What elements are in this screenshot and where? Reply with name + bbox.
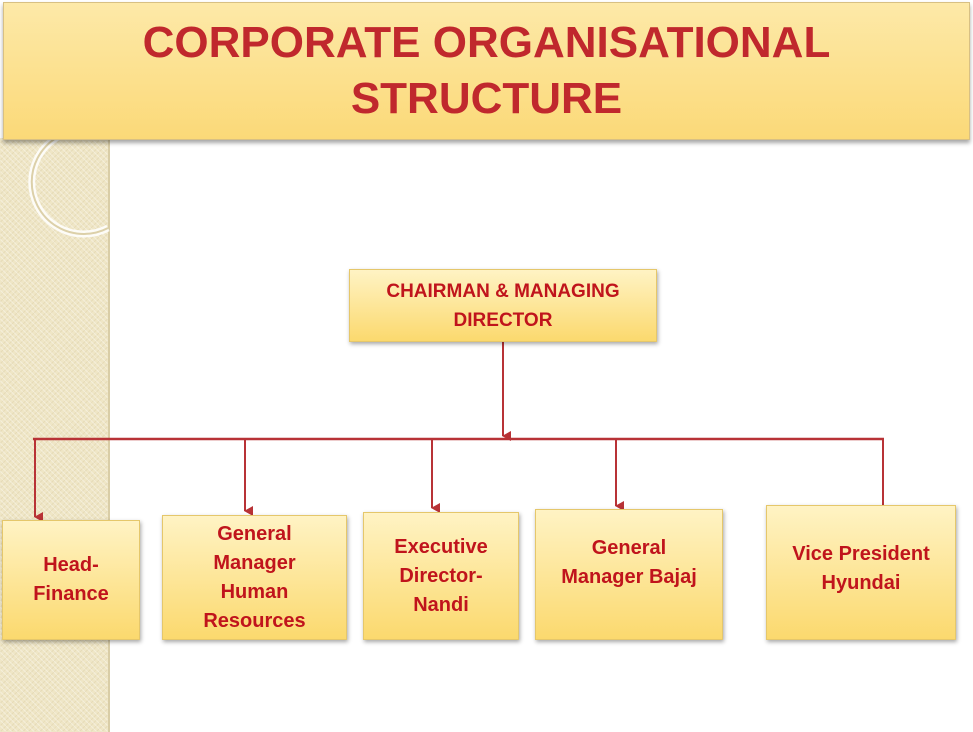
executive-director-nandi-box: Executive Director- Nandi: [363, 512, 519, 640]
vp-hyundai-box: Vice President Hyundai: [766, 505, 956, 640]
head-finance-box: Head- Finance: [2, 520, 140, 640]
gm-bajaj-box: General Manager Bajaj: [535, 509, 723, 640]
chairman-managing-director-box: CHAIRMAN & MANAGING DIRECTOR: [349, 269, 657, 342]
gm-human-resources-box: General Manager Human Resources: [162, 515, 347, 640]
page-title: CORPORATE ORGANISATIONAL STRUCTURE: [142, 18, 831, 123]
title-banner: CORPORATE ORGANISATIONAL STRUCTURE: [3, 2, 970, 140]
